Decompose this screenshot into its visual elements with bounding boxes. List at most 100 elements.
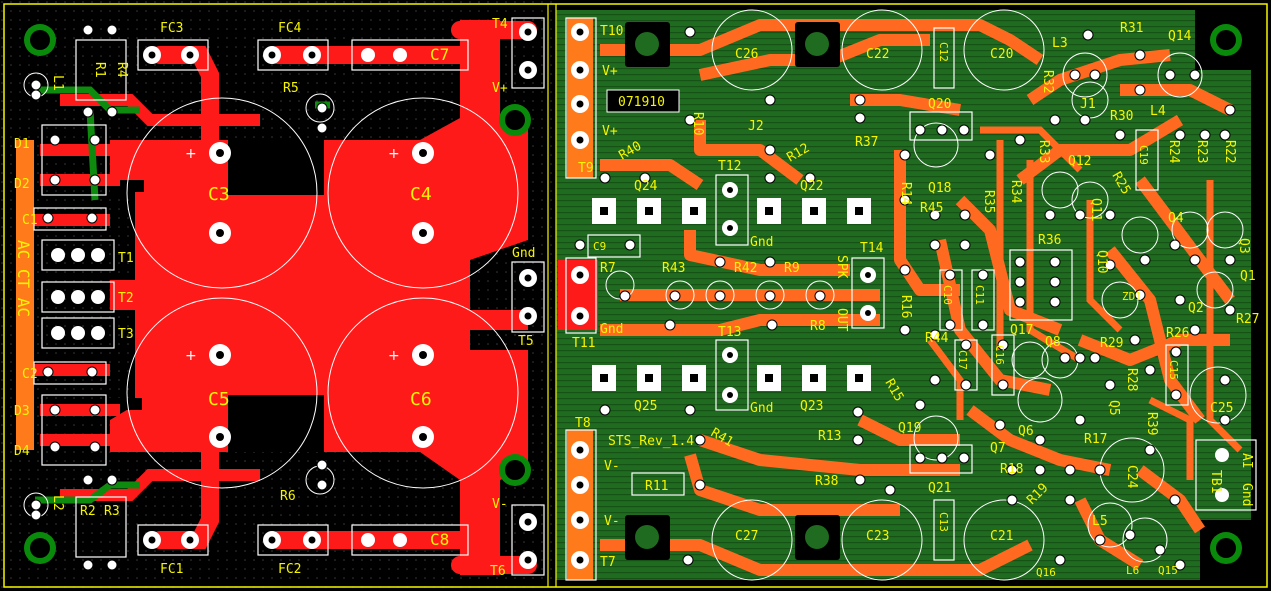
label-T9: T9 xyxy=(578,161,594,176)
label-R9: R9 xyxy=(784,261,800,276)
label-D1: D1 xyxy=(14,137,30,152)
label-T4: T4 xyxy=(492,17,508,32)
round-pad-holes xyxy=(148,28,871,564)
label-C8: C8 xyxy=(430,530,449,549)
label-Gnd3: Gnd xyxy=(750,235,773,250)
component-outlines xyxy=(33,17,1257,581)
ac-bus xyxy=(16,140,34,450)
label-R2: R2 xyxy=(80,504,96,519)
label-C2: C2 xyxy=(22,367,38,382)
label-ZD1: ZD1 xyxy=(1122,290,1142,303)
label-L6: L6 xyxy=(1126,564,1139,577)
label-C20: C20 xyxy=(990,47,1013,62)
label-T12: T12 xyxy=(718,159,741,174)
label-R28: R28 xyxy=(1124,368,1139,391)
label-R45: R45 xyxy=(920,201,943,216)
label-FC1: FC1 xyxy=(160,562,183,577)
label-FC2: FC2 xyxy=(278,562,301,577)
label-R1: R1 xyxy=(92,62,107,78)
label-R38: R38 xyxy=(815,474,838,489)
label-R3: R3 xyxy=(104,504,120,519)
label-C24: C24 xyxy=(1124,465,1139,489)
label-C11: C11 xyxy=(973,285,986,305)
label-Q5: Q5 xyxy=(1106,400,1121,416)
amp-thin-traces xyxy=(927,126,1243,480)
label-L1: L1 xyxy=(50,75,65,91)
label-OUT: OUT xyxy=(834,308,849,332)
label-R5: R5 xyxy=(283,81,299,96)
svg-text:+: + xyxy=(185,348,197,364)
small-caps xyxy=(23,9,1247,581)
label-Q12: Q12 xyxy=(1068,154,1091,169)
label-Q15: Q15 xyxy=(1158,564,1178,577)
label-R16: R16 xyxy=(898,295,913,318)
label-T5: T5 xyxy=(518,334,534,349)
label-R26: R26 xyxy=(1166,326,1189,341)
label-Q21: Q21 xyxy=(928,481,951,496)
label-R14: R14 xyxy=(898,182,913,206)
label-R23: R23 xyxy=(1194,140,1209,163)
label-R10: R10 xyxy=(690,112,705,135)
label-C7: C7 xyxy=(430,45,449,64)
label-Q25: Q25 xyxy=(634,399,657,414)
label-R39: R39 xyxy=(1144,412,1159,435)
label-AI: AI xyxy=(1239,453,1254,469)
label-Q7: Q7 xyxy=(990,441,1006,456)
label-R17: R17 xyxy=(1084,432,1107,447)
label-Q20: Q20 xyxy=(928,97,951,112)
silkscreen-labels: FC3 FC4 C7 FC1 FC2 C8 C3 C4 C5 C6 R1 R4 … xyxy=(14,17,1259,579)
label-T10: T10 xyxy=(600,24,623,39)
polarity-marks: ++ ++ xyxy=(185,146,400,364)
label-Gnd5: Gnd xyxy=(1239,483,1254,506)
label-C1: C1 xyxy=(22,213,38,228)
label-J1: J1 xyxy=(1080,97,1096,112)
round-pads xyxy=(51,23,1229,569)
label-Q2: Q2 xyxy=(1188,301,1204,316)
label-Q24: Q24 xyxy=(634,179,658,194)
label-C26: C26 xyxy=(735,47,758,62)
label-Gnd4: Gnd xyxy=(750,401,773,416)
label-Q17: Q17 xyxy=(1010,323,1033,338)
label-R22: R22 xyxy=(1222,140,1237,163)
label-R37: R37 xyxy=(855,135,878,150)
label-Q6: Q6 xyxy=(1018,424,1034,439)
label-Q16: Q16 xyxy=(1036,566,1056,579)
svg-text:+: + xyxy=(388,348,400,364)
board-outline xyxy=(3,3,1268,588)
label-L3: L3 xyxy=(1052,36,1068,51)
label-R34: R34 xyxy=(1008,180,1023,204)
label-board-name: STS_Rev_1.4 xyxy=(608,434,694,449)
cap-pad-holes xyxy=(216,149,427,441)
label-C6: C6 xyxy=(410,389,432,410)
label-C16: C16 xyxy=(993,345,1006,365)
label-R8: R8 xyxy=(810,319,826,334)
label-C4: C4 xyxy=(410,184,432,205)
label-C23: C23 xyxy=(866,529,889,544)
label-R7: R7 xyxy=(600,261,616,276)
label-Q4: Q4 xyxy=(1168,211,1184,226)
label-Vplus1: V+ xyxy=(492,81,508,96)
label-Q3: Q3 xyxy=(1236,238,1251,254)
label-Vminus1: V- xyxy=(492,497,508,512)
label-R43: R43 xyxy=(662,261,685,276)
label-TB1: TB1 xyxy=(1208,470,1223,493)
label-R11: R11 xyxy=(645,479,668,494)
label-C10: C10 xyxy=(941,285,954,305)
label-SPK: SPK xyxy=(834,255,849,279)
label-R42: R42 xyxy=(734,261,757,276)
label-R31: R31 xyxy=(1120,21,1143,36)
label-Q10: Q10 xyxy=(1094,250,1109,273)
label-T7: T7 xyxy=(600,555,616,570)
label-Q11: Q11 xyxy=(1088,198,1103,221)
label-ac-ct-ac: AC CT AC xyxy=(14,240,33,317)
label-R24: R24 xyxy=(1166,140,1181,164)
label-T3: T3 xyxy=(118,327,134,342)
label-Vplus3: V+ xyxy=(602,124,618,139)
label-Vminus2: V- xyxy=(604,459,620,474)
label-FC4: FC4 xyxy=(278,21,302,36)
label-R30: R30 xyxy=(1110,109,1133,124)
label-FC3: FC3 xyxy=(160,21,183,36)
label-T6: T6 xyxy=(490,564,506,579)
label-T8: T8 xyxy=(575,416,591,431)
